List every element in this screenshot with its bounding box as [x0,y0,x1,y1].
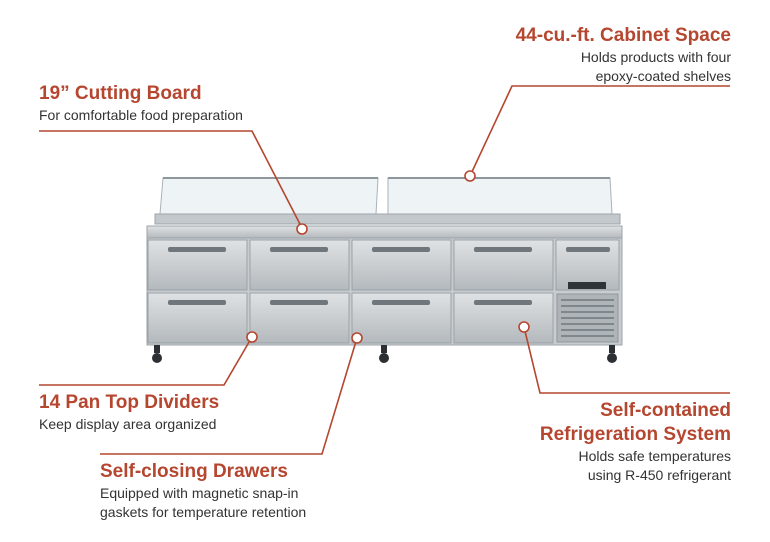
callout-pan-dividers: 14 Pan Top Dividers Keep display area or… [39,391,219,434]
leader-dots [246,170,530,344]
pan-rail [154,213,621,225]
cutting-board-title: 19” Cutting Board [39,83,202,104]
refrigeration-title-2: Refrigeration System [539,424,731,445]
callout-refrigeration: Self-contained Refrigeration System Hold… [540,399,731,485]
cabinet-space-title: 44-cu.-ft. Cabinet Space [515,25,731,46]
callout-cutting-board: 19” Cutting Board For comfortable food p… [39,82,243,125]
cabinet-space-desc-1: Holds products with four [580,49,731,65]
brand-plate [568,282,606,289]
cabinet-space-desc-2: epoxy-coated shelves [595,68,731,84]
drawers-title: Self-closing Drawers [100,461,288,482]
refrigeration-desc-2: using R-450 refrigerant [587,467,731,483]
callout-drawers: Self-closing Drawers Equipped with magne… [100,460,306,522]
drawers-desc-1: Equipped with magnetic snap-in [100,485,299,501]
cutting-board [146,225,623,239]
callout-cabinet-space: 44-cu.-ft. Cabinet Space Holds products … [516,24,731,86]
casters [152,345,617,363]
leader-lines [39,85,730,455]
cutting-board-desc: For comfortable food preparation [39,107,243,123]
drawer-grid [147,239,620,344]
compressor-grille [556,293,619,343]
refrigeration-title-1: Self-contained [600,400,731,421]
drawers-desc-2: gaskets for temperature retention [100,504,307,520]
refrigeration-desc-1: Holds safe temperatures [578,448,731,464]
sneeze-guard [159,177,613,215]
pan-dividers-desc: Keep display area organized [39,416,217,432]
pan-dividers-title: 14 Pan Top Dividers [39,392,220,413]
